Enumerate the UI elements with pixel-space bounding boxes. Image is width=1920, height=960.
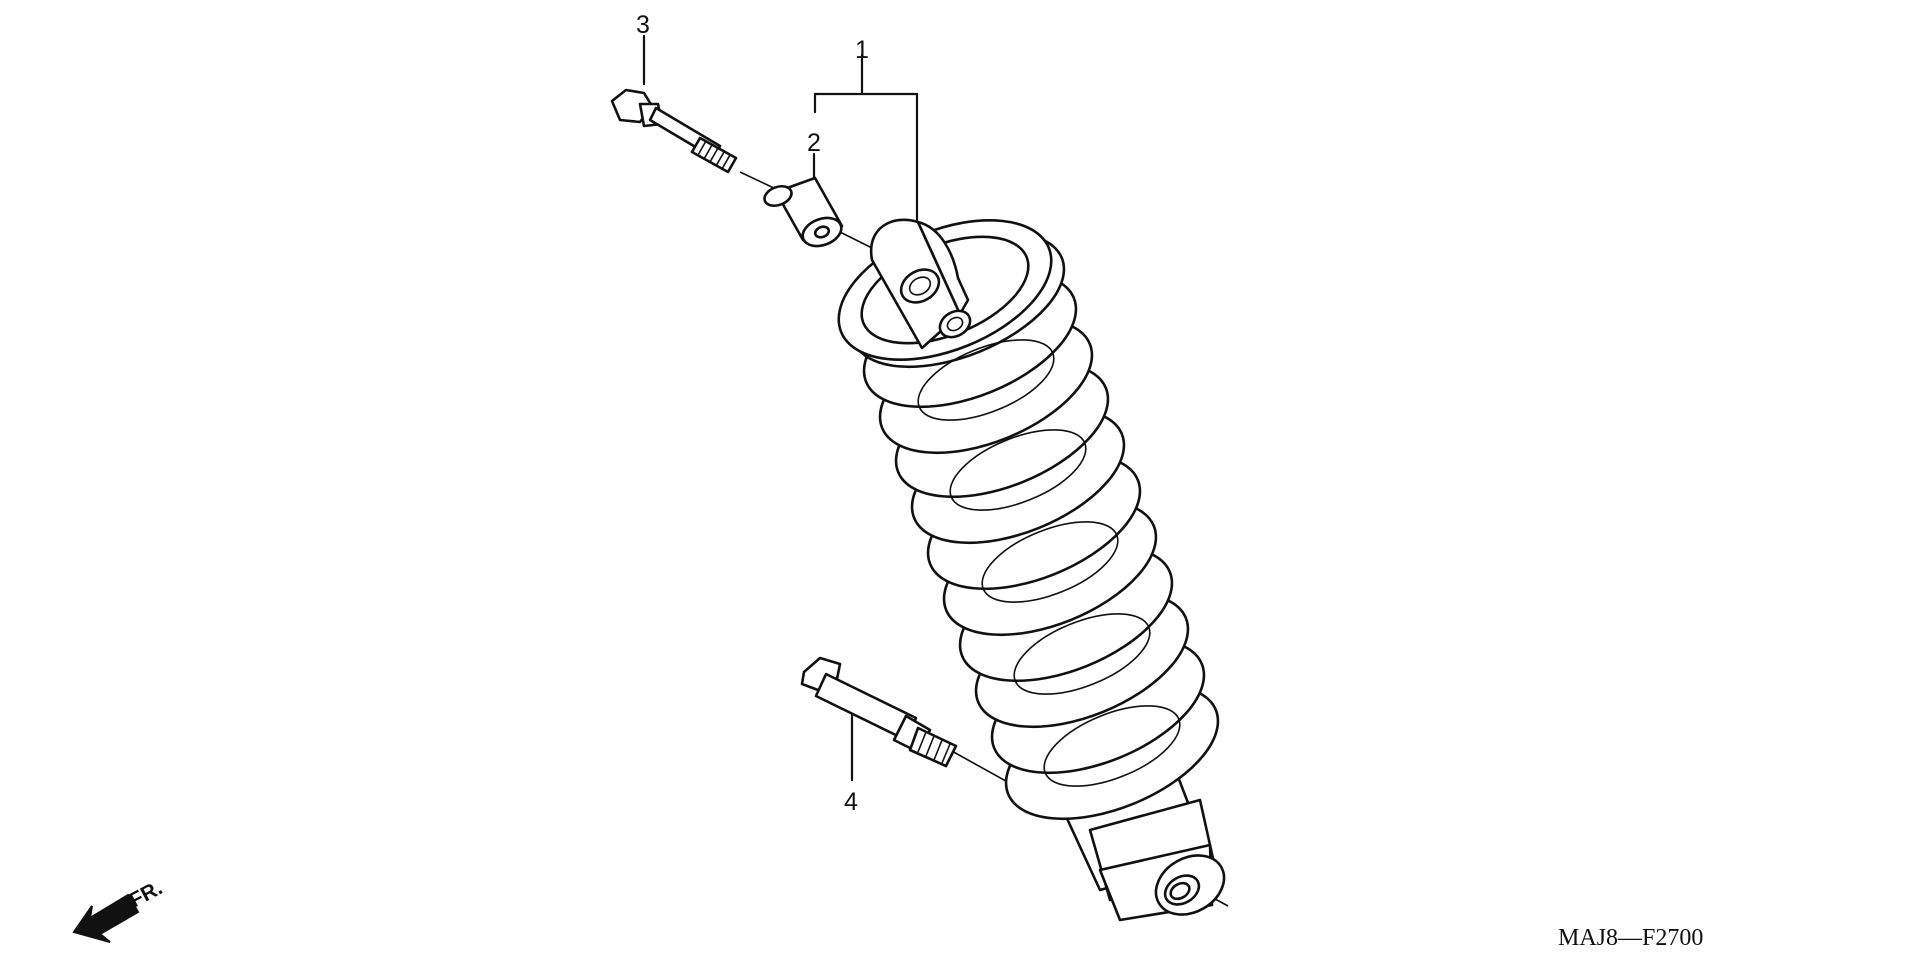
rear-shock-absorber xyxy=(837,218,1226,922)
collar xyxy=(763,176,844,248)
mounting-stud xyxy=(800,656,958,768)
callout-3: 3 xyxy=(636,11,650,39)
flange-bolt xyxy=(610,88,738,174)
front-direction-arrow-icon xyxy=(72,893,140,943)
callout-4: 4 xyxy=(844,788,858,816)
figure-code: MAJ8—F2700 xyxy=(1558,925,1703,951)
callout-2: 2 xyxy=(807,129,821,157)
callout-1: 1 xyxy=(855,36,869,64)
